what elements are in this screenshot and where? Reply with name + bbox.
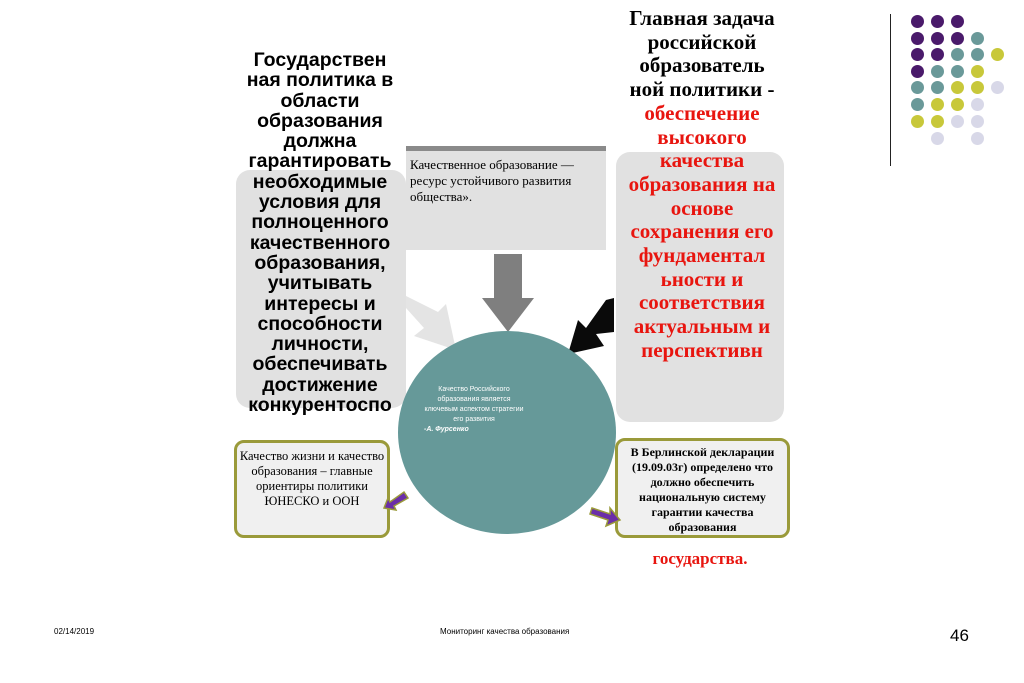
dot xyxy=(911,98,924,111)
dot xyxy=(931,132,944,145)
quality-circle xyxy=(398,331,616,534)
left-panel-background xyxy=(236,170,406,408)
goal-heading: Главная задача российской образователь н… xyxy=(629,7,775,102)
dot xyxy=(911,15,924,28)
dot xyxy=(971,115,984,128)
dot xyxy=(931,98,944,111)
dot xyxy=(971,48,984,61)
purple-arrow-left xyxy=(382,490,410,511)
dot xyxy=(911,32,924,45)
unesco-box: Качество жизни и качество образования – … xyxy=(234,440,390,538)
dot xyxy=(931,115,944,128)
dot xyxy=(951,15,964,28)
berlin-declaration-box: В Берлинской декларации (19.09.03г) опре… xyxy=(615,438,790,538)
right-text-tail: государства. xyxy=(652,549,748,568)
dot xyxy=(991,81,1004,94)
dot xyxy=(951,32,964,45)
dot xyxy=(951,115,964,128)
left-policy-text: Государствен ная политика в области обра… xyxy=(246,50,394,417)
dot xyxy=(911,65,924,78)
dot xyxy=(991,48,1004,61)
right-main-goal-text: Главная задача российской образователь н… xyxy=(620,7,784,567)
page-number: 46 xyxy=(950,626,969,645)
quote-box: Качественное образование — ресурс устойч… xyxy=(406,146,606,250)
circle-text-block: Качество Российского образования являетс… xyxy=(424,385,524,435)
arrows-graphic xyxy=(406,254,614,354)
dot xyxy=(911,48,924,61)
dot xyxy=(971,98,984,111)
purple-arrow-right xyxy=(589,505,622,528)
circle-author: -А. Фурсенко xyxy=(424,426,469,433)
right-arrow xyxy=(568,298,614,354)
dot xyxy=(911,81,924,94)
dot xyxy=(931,81,944,94)
dot xyxy=(971,81,984,94)
dot xyxy=(951,98,964,111)
dot xyxy=(971,132,984,145)
right-panel-background xyxy=(616,152,784,422)
dot xyxy=(951,48,964,61)
dot xyxy=(931,65,944,78)
goal-red-text: обеспечение высокого качества образовани… xyxy=(628,100,776,362)
divider-line xyxy=(890,14,891,166)
dot xyxy=(931,48,944,61)
dot xyxy=(931,32,944,45)
down-arrow xyxy=(482,254,534,332)
dot xyxy=(911,115,924,128)
dot xyxy=(931,15,944,28)
dot xyxy=(951,81,964,94)
footer-date: 02/14/2019 xyxy=(54,627,95,636)
dot xyxy=(971,32,984,45)
left-arrow xyxy=(406,296,456,350)
dot xyxy=(951,65,964,78)
circle-quote: Качество Российского образования являетс… xyxy=(424,386,524,423)
footer-title: Мониторинг качества образования xyxy=(440,627,570,636)
dot xyxy=(971,65,984,78)
